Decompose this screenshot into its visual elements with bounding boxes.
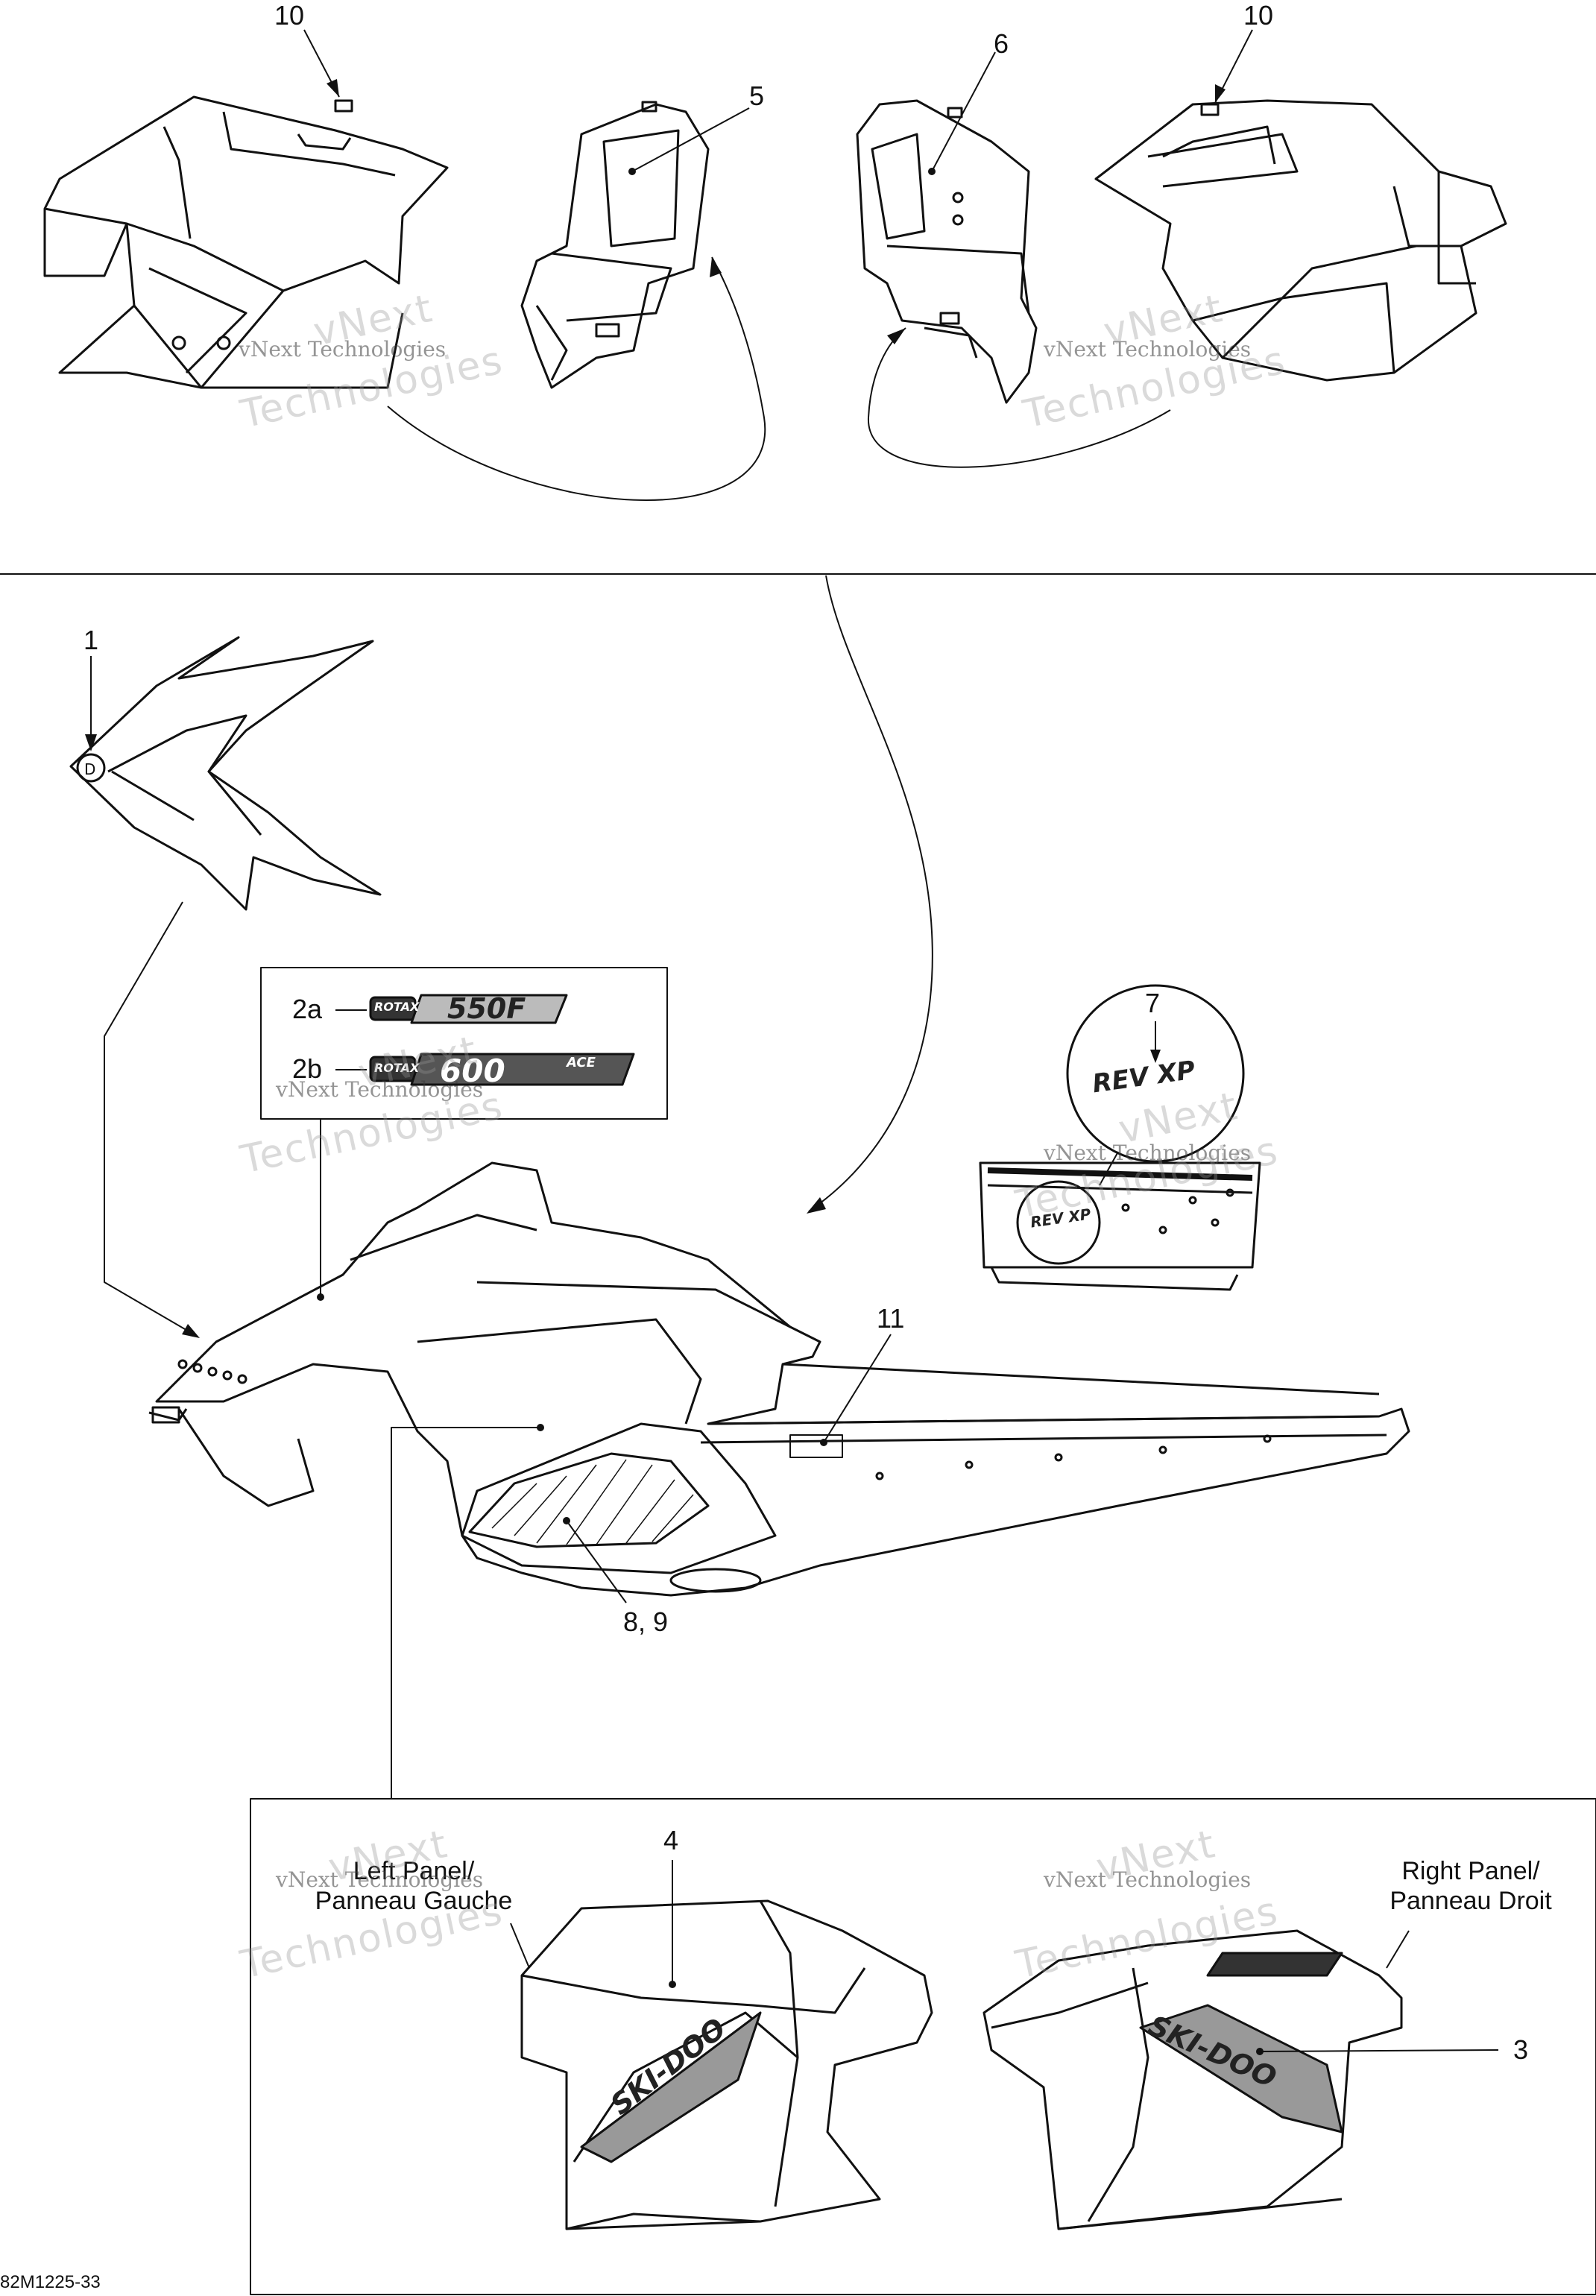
- svg-text:D: D: [84, 760, 95, 778]
- bottom-connector: [391, 1427, 540, 1799]
- nose-link-arrow: [104, 901, 195, 1335]
- right-side-panel-drawing: [1094, 99, 1507, 382]
- tunnel-detail-drawing: [979, 984, 1261, 1291]
- link-arrow-right: [867, 327, 1171, 468]
- left-panel-drawing: [520, 1899, 933, 2230]
- skidoo-decal-right: [1139, 1952, 1343, 2133]
- nose-cone-drawing: D: [69, 636, 382, 911]
- rotax-ace-label: ACE: [567, 1055, 596, 1070]
- watermark-small-2: vNext Technologies: [1044, 337, 1252, 362]
- right-panel-label: Right Panel/ Panneau Droit: [1355, 1856, 1586, 1916]
- leader-6: [931, 51, 996, 172]
- rotax-decal-box: [260, 967, 668, 1120]
- callout-3: 3: [1513, 2034, 1529, 2065]
- leader-3: [1259, 2049, 1499, 2052]
- leader-5: [631, 107, 750, 172]
- center-left-panel-drawing: [520, 101, 710, 389]
- watermark-small-4: vNext Technologies: [1044, 1141, 1252, 1165]
- leader-left-panel: [510, 1923, 530, 1969]
- left-panel-label-line1: Left Panel/: [353, 1857, 475, 1885]
- hatched-panel: [468, 1452, 710, 1548]
- callout-7: 7: [1145, 988, 1161, 1018]
- watermark-small-3: vNext Technologies: [276, 1077, 484, 1102]
- rotax-600-decal: [369, 1053, 635, 1086]
- right-panel-drawing: [982, 1929, 1403, 2230]
- watermark-small-5: vNext Technologies: [276, 1867, 484, 1892]
- callout-2a: 2a: [292, 994, 323, 1024]
- callout-10-right: 10: [1243, 0, 1274, 31]
- right-panel-label-line1: Right Panel/: [1401, 1857, 1540, 1885]
- center-right-panel-drawing: [856, 99, 1038, 404]
- link-arrow-left: [387, 256, 766, 501]
- side-panels-box: [250, 1798, 1596, 2295]
- rotax-650-decal: [369, 994, 568, 1024]
- callout-4: 4: [663, 1825, 679, 1855]
- watermark-small-6: vNext Technologies: [1044, 1867, 1252, 1892]
- callout-1: 1: [83, 625, 99, 655]
- left-side-panel-drawing: [43, 95, 449, 389]
- skidoo-decal-left: [580, 2011, 762, 2163]
- rotax-label-2a: ROTAX: [374, 1000, 420, 1014]
- decal-11-location: [789, 1434, 843, 1458]
- rotax-600-label: 600: [440, 1053, 505, 1089]
- left-panel-label: Left Panel/ Panneau Gauche: [287, 1856, 540, 1916]
- callout-2b: 2b: [292, 1053, 323, 1084]
- rotax-label-2b: ROTAX: [374, 1061, 420, 1075]
- snowmobile-body-drawing: [148, 1161, 1410, 1597]
- callout-6: 6: [994, 28, 1009, 59]
- leader-11: [823, 1334, 892, 1443]
- callout-8-9: 8, 9: [623, 1606, 669, 1637]
- leader-right-panel: [1386, 1930, 1410, 1969]
- watermark-small-1: vNext Technologies: [239, 337, 447, 362]
- callout-10-left: 10: [274, 0, 305, 31]
- callout-5: 5: [749, 81, 765, 111]
- left-panel-label-line2: Panneau Gauche: [315, 1887, 513, 1915]
- right-panel-label-line2: Panneau Droit: [1390, 1887, 1552, 1915]
- callout-11: 11: [877, 1303, 905, 1334]
- long-link-arrow: [808, 575, 933, 1212]
- drawing-number: 82M1225-33: [0, 2272, 101, 2292]
- leader-8-9: [566, 1520, 627, 1603]
- rotax-650-label: 550F: [447, 992, 526, 1025]
